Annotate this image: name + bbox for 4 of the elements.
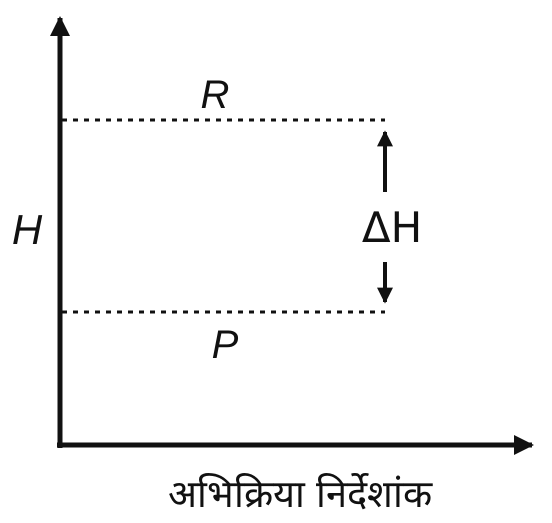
axis-label: H xyxy=(12,209,42,251)
level-label: P xyxy=(212,325,238,365)
dimension-label: ΔH xyxy=(362,207,422,249)
level-label: R xyxy=(200,75,230,115)
